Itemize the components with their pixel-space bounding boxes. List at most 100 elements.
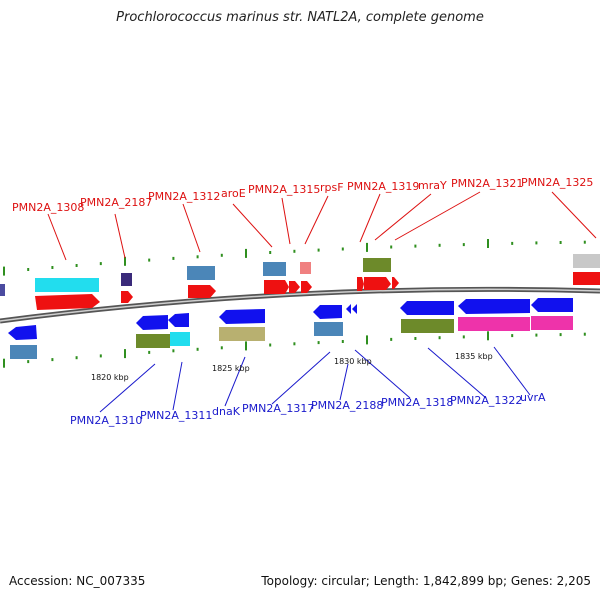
bottom-leader-lines (99, 346, 531, 413)
gene-label-dnak[interactable]: dnaK (212, 405, 241, 418)
top-leader-lines (47, 191, 597, 261)
minor-tick (438, 336, 441, 340)
gene-label-aroe[interactable]: aroE (221, 187, 246, 200)
minor-tick (511, 334, 514, 338)
gene-label-pmn2a-1325[interactable]: PMN2A_1325 (521, 176, 593, 189)
gene-box-khaki[interactable] (219, 327, 265, 341)
gene-box-steel[interactable] (0, 284, 5, 296)
gene-label-pmn2a-1312[interactable]: PMN2A_1312 (148, 190, 220, 203)
minor-tick (341, 340, 344, 343)
minor-tick (438, 243, 441, 247)
scale-label: 1835 kbp (455, 352, 493, 361)
gene-arrow-blue[interactable] (346, 304, 351, 314)
minor-tick (317, 248, 320, 252)
gene-label-uvra[interactable]: uvrA (520, 391, 546, 404)
minor-tick (220, 253, 223, 257)
gene-box-magenta[interactable] (531, 316, 573, 330)
gene-arrow-red[interactable] (121, 291, 133, 303)
gene-box-olive[interactable] (401, 319, 454, 333)
minor-tick (414, 337, 417, 340)
gene-label-pmn2a-1318[interactable]: PMN2A_1318 (381, 396, 453, 409)
major-tick (124, 349, 126, 359)
major-tick (3, 358, 5, 368)
minor-tick (51, 266, 54, 269)
gene-box-olive[interactable] (136, 334, 170, 348)
gene-label-pmn2a-2188[interactable]: PMN2A_2188 (311, 399, 383, 412)
gene-arrow-blue[interactable] (136, 315, 168, 330)
gene-box-olive[interactable] (363, 258, 391, 272)
tick-row-top (3, 239, 586, 276)
major-tick (245, 341, 247, 351)
gene-label-pmn2a-1322[interactable]: PMN2A_1322 (450, 394, 522, 407)
gene-arrow-blue[interactable] (352, 304, 357, 314)
gene-label-pmn2a-1321[interactable]: PMN2A_1321 (451, 177, 523, 190)
minor-tick (583, 240, 586, 244)
genome-title: Prochlorococcus marinus str. NATL2A, com… (116, 10, 484, 25)
gene-arrow-red[interactable] (357, 277, 364, 291)
genome-stats-text: Topology: circular; Length: 1,842,899 bp… (261, 574, 591, 588)
gene-box-steel[interactable] (314, 322, 343, 336)
gene-box-salmon[interactable] (300, 262, 311, 274)
major-tick (245, 248, 247, 258)
gene-label-pmn2a-1308[interactable]: PMN2A_1308 (12, 201, 84, 214)
gene-arrow-red[interactable] (301, 281, 312, 293)
minor-tick (27, 360, 30, 364)
minor-tick (51, 358, 54, 362)
minor-tick (390, 337, 393, 341)
gene-arrow-blue[interactable] (531, 298, 573, 312)
minor-tick (75, 356, 78, 360)
gene-label-pmn2a-2187[interactable]: PMN2A_2187 (80, 196, 152, 209)
gene-box-gray[interactable] (573, 254, 600, 268)
genome-backbone-highlight (0, 288, 600, 322)
gene-box-steel[interactable] (263, 262, 286, 276)
minor-tick (293, 342, 296, 346)
gene-box-steel[interactable] (10, 345, 37, 359)
minor-tick (559, 333, 562, 337)
gene-box-steel[interactable] (187, 266, 215, 280)
tick-row-bottom (3, 331, 586, 368)
gene-label-pmn2a-1319[interactable]: PMN2A_1319 (347, 180, 419, 193)
gene-arrow-blue[interactable] (8, 325, 37, 340)
major-tick (487, 239, 489, 248)
gene-arrow-red[interactable] (264, 280, 289, 294)
gene-box-purple[interactable] (121, 273, 132, 286)
minor-tick (269, 343, 272, 347)
major-tick (366, 335, 368, 345)
gene-arrow-blue[interactable] (313, 305, 342, 319)
gene-label-pmn2a-1311[interactable]: PMN2A_1311 (140, 409, 212, 422)
gene-box-red[interactable] (573, 272, 600, 285)
gene-box-cyan[interactable] (35, 278, 99, 292)
gene-box-magenta[interactable] (458, 317, 530, 331)
gene-arrow-red[interactable] (188, 285, 216, 298)
minor-tick (148, 258, 151, 262)
major-tick (124, 256, 126, 266)
minor-tick (583, 332, 586, 336)
gene-label-mray[interactable]: mraY (418, 179, 447, 192)
minor-tick (99, 262, 102, 266)
gene-arrow-red[interactable] (289, 281, 300, 293)
gene-label-pmn2a-1310[interactable]: PMN2A_1310 (70, 414, 142, 427)
minor-tick (535, 241, 538, 245)
gene-arrow-blue[interactable] (400, 301, 454, 315)
minor-tick (390, 245, 393, 249)
minor-tick (462, 243, 465, 247)
gene-arrow-red[interactable] (364, 277, 391, 290)
gene-arrow-blue[interactable] (458, 299, 530, 314)
gene-arrow-blue[interactable] (219, 309, 265, 324)
gene-box-cyan[interactable] (170, 332, 190, 346)
minor-tick (414, 244, 417, 248)
minor-tick (317, 341, 320, 345)
scale-label: 1820 kbp (91, 373, 129, 382)
minor-tick (148, 350, 151, 354)
minor-tick (559, 241, 562, 244)
scale-label: 1825 kbp (212, 364, 250, 373)
minor-tick (172, 256, 175, 260)
gene-arrow-red[interactable] (392, 277, 399, 289)
gene-label-pmn2a-1315[interactable]: PMN2A_1315 (248, 183, 320, 196)
gene-arrow-red[interactable] (35, 294, 100, 310)
top-gene-labels: PMN2A_1308 PMN2A_2187 PMN2A_1312 aroE PM… (12, 176, 593, 214)
gene-arrow-blue[interactable] (168, 313, 189, 327)
gene-label-pmn2a-1317[interactable]: PMN2A_1317 (242, 402, 314, 415)
gene-label-rpsf[interactable]: rpsF (320, 181, 344, 194)
